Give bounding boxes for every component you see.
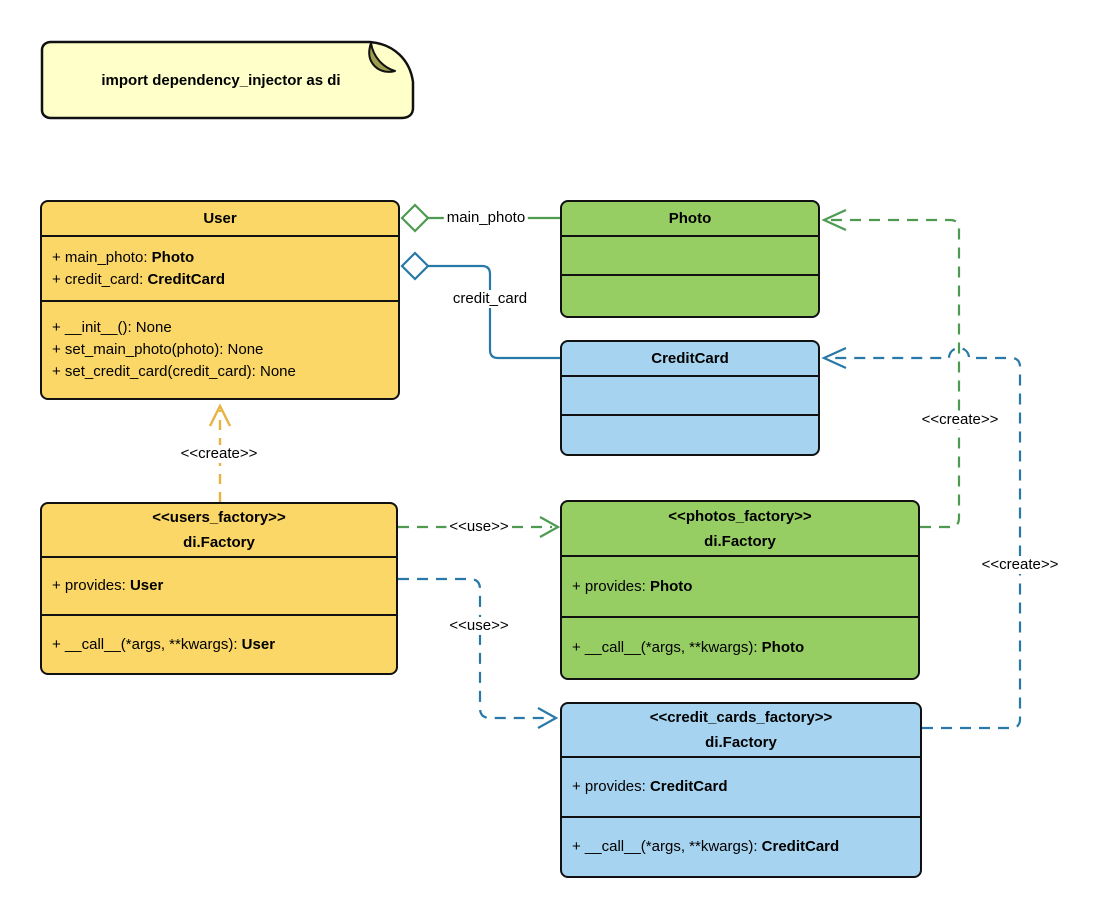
class-credit-card-title: CreditCard <box>562 342 818 377</box>
class-credit-cards-factory-methods: + __call__(*args, **kwargs): CreditCard <box>562 818 920 876</box>
arrowhead-icon <box>208 403 232 427</box>
class-photo-title: Photo <box>562 202 818 237</box>
class-user-title: User <box>42 202 398 237</box>
class-users-factory: <<users_factory>> di.Factory + provides:… <box>40 502 398 675</box>
attribute-row: + provides: CreditCard <box>572 778 728 795</box>
class-photo-methods <box>562 276 818 316</box>
class-photos-factory-attributes: + provides: Photo <box>562 557 918 618</box>
class-photos-factory-title: <<photos_factory>> di.Factory <box>562 502 918 557</box>
method-row: + __init__(): None <box>52 319 172 336</box>
method-row: + __call__(*args, **kwargs): User <box>52 635 276 653</box>
arrowhead-icon <box>539 516 561 538</box>
note-shape <box>40 40 415 120</box>
stereotype-label: <<photos_factory>> <box>668 507 812 525</box>
class-credit-cards-factory-title: <<credit_cards_factory>> di.Factory <box>562 704 920 758</box>
attribute-row: + main_photo: Photo <box>52 248 195 266</box>
edge-label-create-user: <<create>> <box>177 445 261 463</box>
class-photos-factory-methods: + __call__(*args, **kwargs): Photo <box>562 618 918 678</box>
class-credit-card: CreditCard <box>560 340 820 456</box>
edge-label-create-credit-card: <<create>> <box>978 556 1062 574</box>
method-row: + __call__(*args, **kwargs): Photo <box>572 639 805 656</box>
class-user-methods: + __init__(): None + set_main_photo(phot… <box>42 302 398 398</box>
edge-label-create-photo: <<create>> <box>918 411 1002 429</box>
note-text: import dependency_injector as di <box>101 71 341 89</box>
stereotype-label: <<credit_cards_factory>> <box>649 709 833 726</box>
aggregation-diamond-icon <box>400 203 430 233</box>
method-row: + set_main_photo(photo): None <box>52 341 264 358</box>
class-credit-cards-factory: <<credit_cards_factory>> di.Factory + pr… <box>560 702 922 878</box>
class-photo-attributes <box>562 237 818 276</box>
arrowhead-icon <box>821 208 847 232</box>
dependency-create-photo <box>821 208 961 529</box>
edge-label-main-photo: main_photo <box>443 209 529 227</box>
attribute-row: + provides: User <box>52 577 164 594</box>
class-users-factory-attributes: + provides: User <box>42 558 396 616</box>
class-user: User + main_photo: Photo + credit_card: … <box>40 200 400 400</box>
class-credit-card-methods <box>562 416 818 454</box>
arrowhead-icon <box>537 707 559 729</box>
edge-label-use-photos: <<use>> <box>446 518 512 536</box>
class-user-attributes: + main_photo: Photo + credit_card: Credi… <box>42 237 398 302</box>
attribute-row: + provides: Photo <box>572 577 693 595</box>
class-users-factory-methods: + __call__(*args, **kwargs): User <box>42 616 396 673</box>
class-users-factory-title: <<users_factory>> di.Factory <box>42 504 396 558</box>
class-credit-cards-factory-attributes: + provides: CreditCard <box>562 758 920 818</box>
arrowhead-icon <box>821 346 847 370</box>
class-credit-card-attributes <box>562 377 818 416</box>
edge-label-use-credit-cards: <<use>> <box>446 617 512 635</box>
method-row: + set_credit_card(credit_card): None <box>52 363 296 380</box>
dependency-use-credit-cards-factory <box>398 577 559 729</box>
aggregation-diamond-icon <box>400 251 430 281</box>
class-photo: Photo <box>560 200 820 318</box>
class-photos-factory: <<photos_factory>> di.Factory + provides… <box>560 500 920 680</box>
method-row: + __call__(*args, **kwargs): CreditCard <box>572 838 840 855</box>
edge-label-credit-card: credit_card <box>449 290 531 308</box>
stereotype-label: <<users_factory>> <box>152 509 286 526</box>
class-name-label: di.Factory <box>183 534 255 551</box>
note-fold-icon <box>368 42 396 73</box>
note-import-di: import dependency_injector as di <box>40 40 416 120</box>
class-name-label: di.Factory <box>705 734 777 751</box>
class-name-label: di.Factory <box>704 532 776 550</box>
attribute-row: + credit_card: CreditCard <box>52 270 225 288</box>
